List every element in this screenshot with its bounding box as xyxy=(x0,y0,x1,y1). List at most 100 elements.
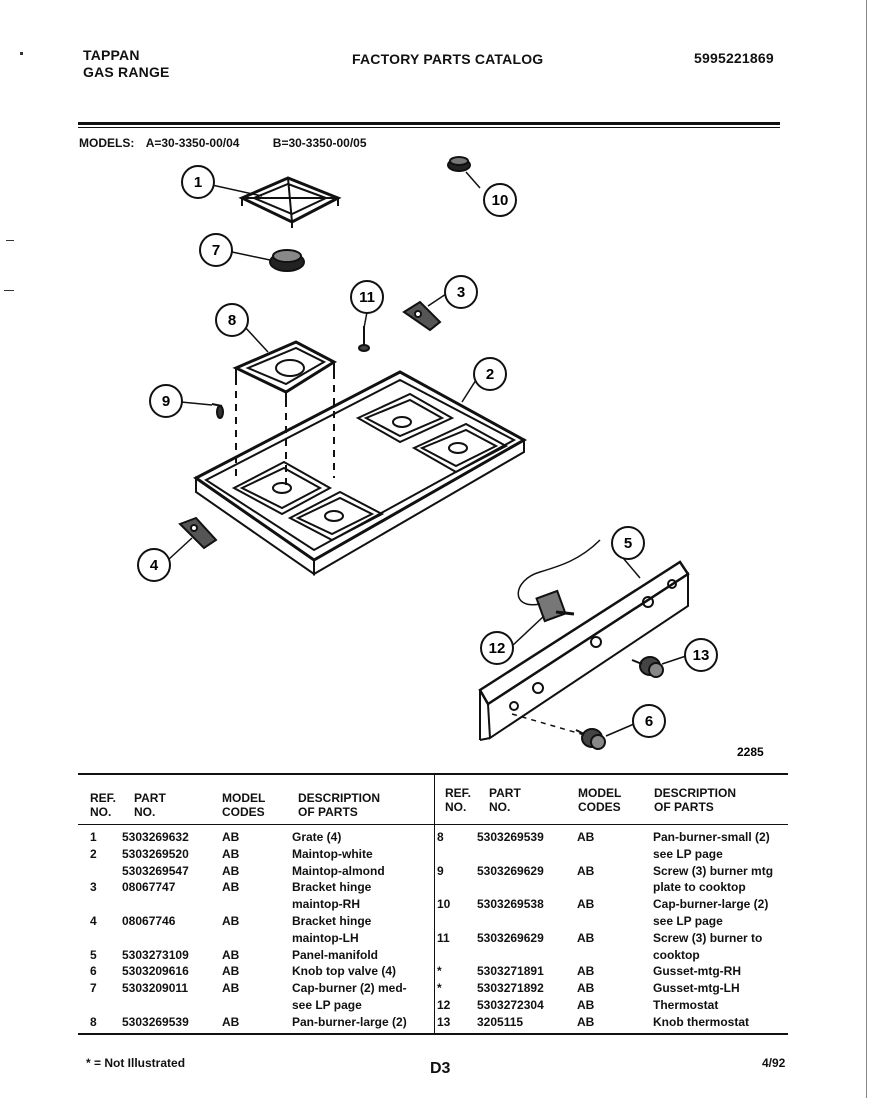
callout-5: 5 xyxy=(611,526,645,560)
svg-text:5: 5 xyxy=(624,535,632,552)
right-col-ref-header: REF.NO. xyxy=(445,786,472,814)
table-header-rule xyxy=(78,824,788,825)
grate-part xyxy=(238,176,342,228)
screw-part xyxy=(358,326,370,352)
description-cell: Pan-burner-small (2) xyxy=(653,830,770,844)
callout-12: 12 xyxy=(480,631,514,665)
drawing-number: 2285 xyxy=(737,745,764,759)
ref-no-cell: 6 xyxy=(90,964,97,979)
part-no-cell xyxy=(477,880,577,897)
part-no-cell xyxy=(477,914,577,931)
ref-no-cell xyxy=(90,897,122,914)
ref-no-cell: 9 xyxy=(437,863,444,878)
model-code-cell: AB xyxy=(222,981,240,996)
svg-text:13: 13 xyxy=(693,647,710,664)
scan-edge-line xyxy=(866,0,867,1098)
bracket-hinge-lh-part xyxy=(178,516,218,550)
scan-mark xyxy=(6,240,14,241)
part-no-cell xyxy=(122,998,222,1015)
footnote: * = Not Illustrated xyxy=(86,1056,186,1070)
part-no-cell xyxy=(477,948,577,965)
model-code-cell: AB xyxy=(577,981,595,996)
callout-2: 2 xyxy=(473,357,507,391)
ref-no-cell xyxy=(90,864,122,881)
model-b: B=30-3350-00/05 xyxy=(272,136,367,150)
description-cell: Pan-burner-large (2) xyxy=(292,1014,407,1029)
model-code-cell xyxy=(222,998,292,1015)
part-no-cell: 5303271891 xyxy=(477,964,544,979)
description-cell: maintop-LH xyxy=(292,930,359,945)
callouts: 1 10 7 11 3 8 2 9 4 5 12 13 6 xyxy=(137,165,718,738)
description-cell: Cap-burner (2) med- xyxy=(292,981,407,996)
description-cell: Grate (4) xyxy=(292,830,342,844)
part-no-cell: 5303269539 xyxy=(477,830,544,844)
description-cell: Panel-manifold xyxy=(292,947,379,962)
part-no-cell: 5303273109 xyxy=(122,947,189,962)
ref-no-cell xyxy=(90,998,122,1015)
model-code-cell: AB xyxy=(222,830,240,844)
table-row: see LP page xyxy=(437,847,793,864)
ref-no-cell: 1 xyxy=(90,830,97,844)
svg-text:4: 4 xyxy=(150,557,159,574)
ref-no-cell xyxy=(90,931,122,948)
model-code-cell: AB xyxy=(577,930,595,945)
ref-no-cell: 13 xyxy=(437,1014,451,1029)
ref-no-cell: 8 xyxy=(90,1014,97,1029)
catalog-title: FACTORY PARTS CATALOG xyxy=(352,51,544,67)
brand-line-2: GAS RANGE xyxy=(83,64,170,80)
model-code-cell xyxy=(577,847,653,864)
callout-8: 8 xyxy=(215,303,249,337)
part-no-cell: 5303269539 xyxy=(122,1014,189,1029)
brand-block: TAPPAN GAS RANGE xyxy=(83,47,170,81)
knob-top-valve-part xyxy=(575,728,606,750)
callout-10: 10 xyxy=(483,183,517,217)
ref-no-cell: 2 xyxy=(90,846,97,861)
bracket-hinge-rh-part xyxy=(402,300,442,332)
description-cell: Thermostat xyxy=(653,997,719,1012)
description-cell: Maintop-almond xyxy=(292,863,385,878)
model-a: A=30-3350-00/04 xyxy=(145,136,240,150)
model-code-cell: AB xyxy=(577,997,595,1012)
ref-no-cell xyxy=(437,880,477,897)
description-cell: cooktop xyxy=(653,947,700,962)
description-cell: Bracket hinge xyxy=(292,913,372,928)
model-code-cell: AB xyxy=(222,846,240,861)
ref-no-cell: 4 xyxy=(90,913,97,928)
part-no-cell: 5303209616 xyxy=(122,964,189,979)
part-no-cell: 08067747 xyxy=(122,880,176,895)
description-cell: Screw (3) burner to xyxy=(653,930,763,945)
model-code-cell xyxy=(222,897,292,914)
scan-mark xyxy=(20,52,23,55)
model-code-cell xyxy=(222,931,292,948)
callout-13: 13 xyxy=(684,638,718,672)
callout-1: 1 xyxy=(181,165,215,199)
left-col-ref-header: REF.NO. xyxy=(90,791,117,819)
table-bottom-rule xyxy=(78,1033,788,1035)
callout-9: 9 xyxy=(149,384,183,418)
part-no-cell xyxy=(122,897,222,914)
part-no-cell: 5303272304 xyxy=(477,997,544,1012)
callout-11: 11 xyxy=(350,280,384,314)
part-no-cell: 5303269629 xyxy=(477,930,544,945)
ref-no-cell: 7 xyxy=(90,981,97,996)
description-cell: see LP page xyxy=(292,997,362,1012)
svg-text:10: 10 xyxy=(492,192,509,209)
part-no-cell xyxy=(477,847,577,864)
catalog-number: 5995221869 xyxy=(694,50,774,66)
description-cell: plate to cooktop xyxy=(653,880,746,895)
